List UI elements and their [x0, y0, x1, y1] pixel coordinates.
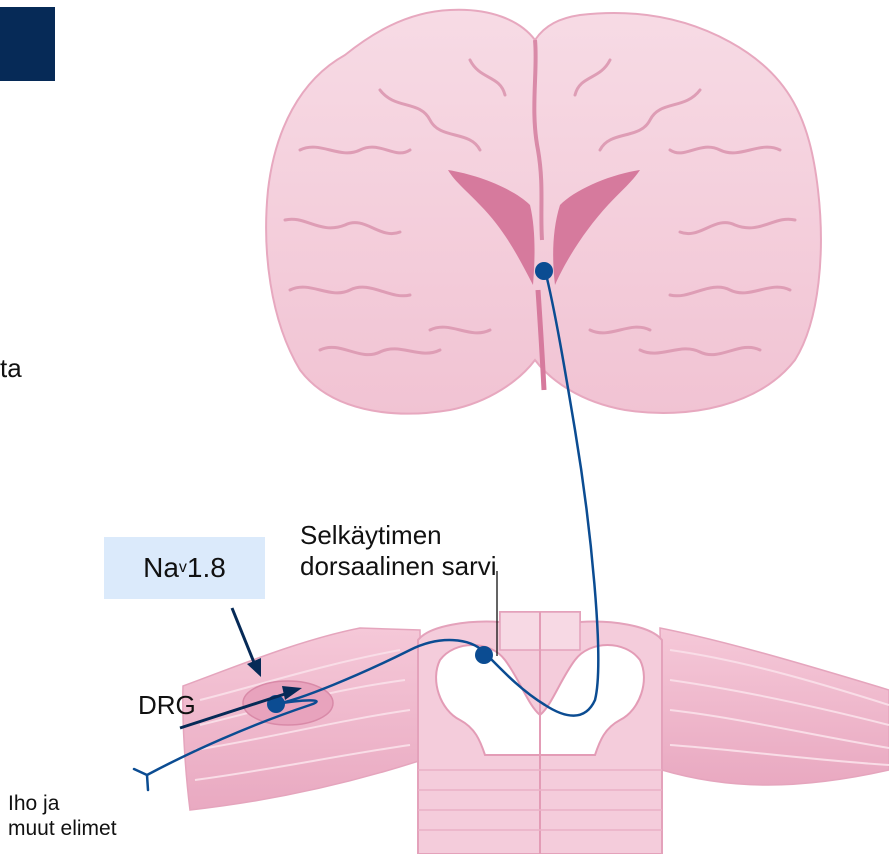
brain-illustration — [266, 10, 821, 414]
dorsal-horn-line2b: sarvi — [442, 551, 497, 581]
spinal-cord-illustration — [183, 612, 889, 854]
dorsal-horn-neuron-node-icon — [475, 646, 493, 664]
dorsal-horn-label: Selkäytimen dorsaalinen sarvi — [300, 520, 497, 581]
periphery-line1: Iho ja — [8, 792, 117, 817]
drg-label: DRG — [138, 690, 196, 721]
dorsal-horn-line1: Selkäytimen — [300, 520, 497, 551]
brain-neuron-node-icon — [535, 262, 553, 280]
dorsal-horn-line2a: dorsaalinen — [300, 551, 434, 581]
periphery-label: Iho ja muut elimet — [8, 792, 117, 842]
channel-base: Na — [143, 552, 179, 584]
periphery-line2: muut elimet — [8, 817, 117, 842]
channel-suffix: 1.8 — [187, 552, 226, 584]
dorsal-horn-line2: dorsaalinen sarvi — [300, 551, 497, 582]
